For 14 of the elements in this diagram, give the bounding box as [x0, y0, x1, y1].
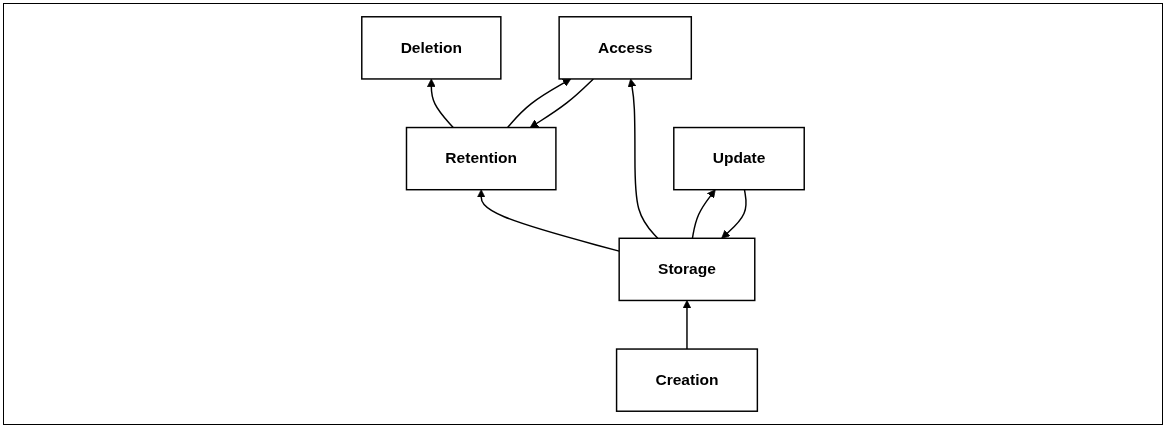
node-box: Storage	[618, 237, 756, 302]
arrow	[476, 189, 620, 252]
arrow	[682, 300, 692, 350]
arrow	[427, 78, 454, 129]
arrow	[721, 189, 747, 239]
arrow	[506, 78, 572, 129]
node-box: Retention	[405, 126, 557, 191]
node-box: Update	[673, 126, 805, 191]
node-box: Deletion	[361, 16, 502, 80]
arrow	[691, 189, 716, 239]
node-box: Creation	[615, 348, 759, 412]
arrow	[627, 78, 659, 239]
node-box: Access	[558, 16, 693, 80]
arrow	[529, 78, 595, 128]
